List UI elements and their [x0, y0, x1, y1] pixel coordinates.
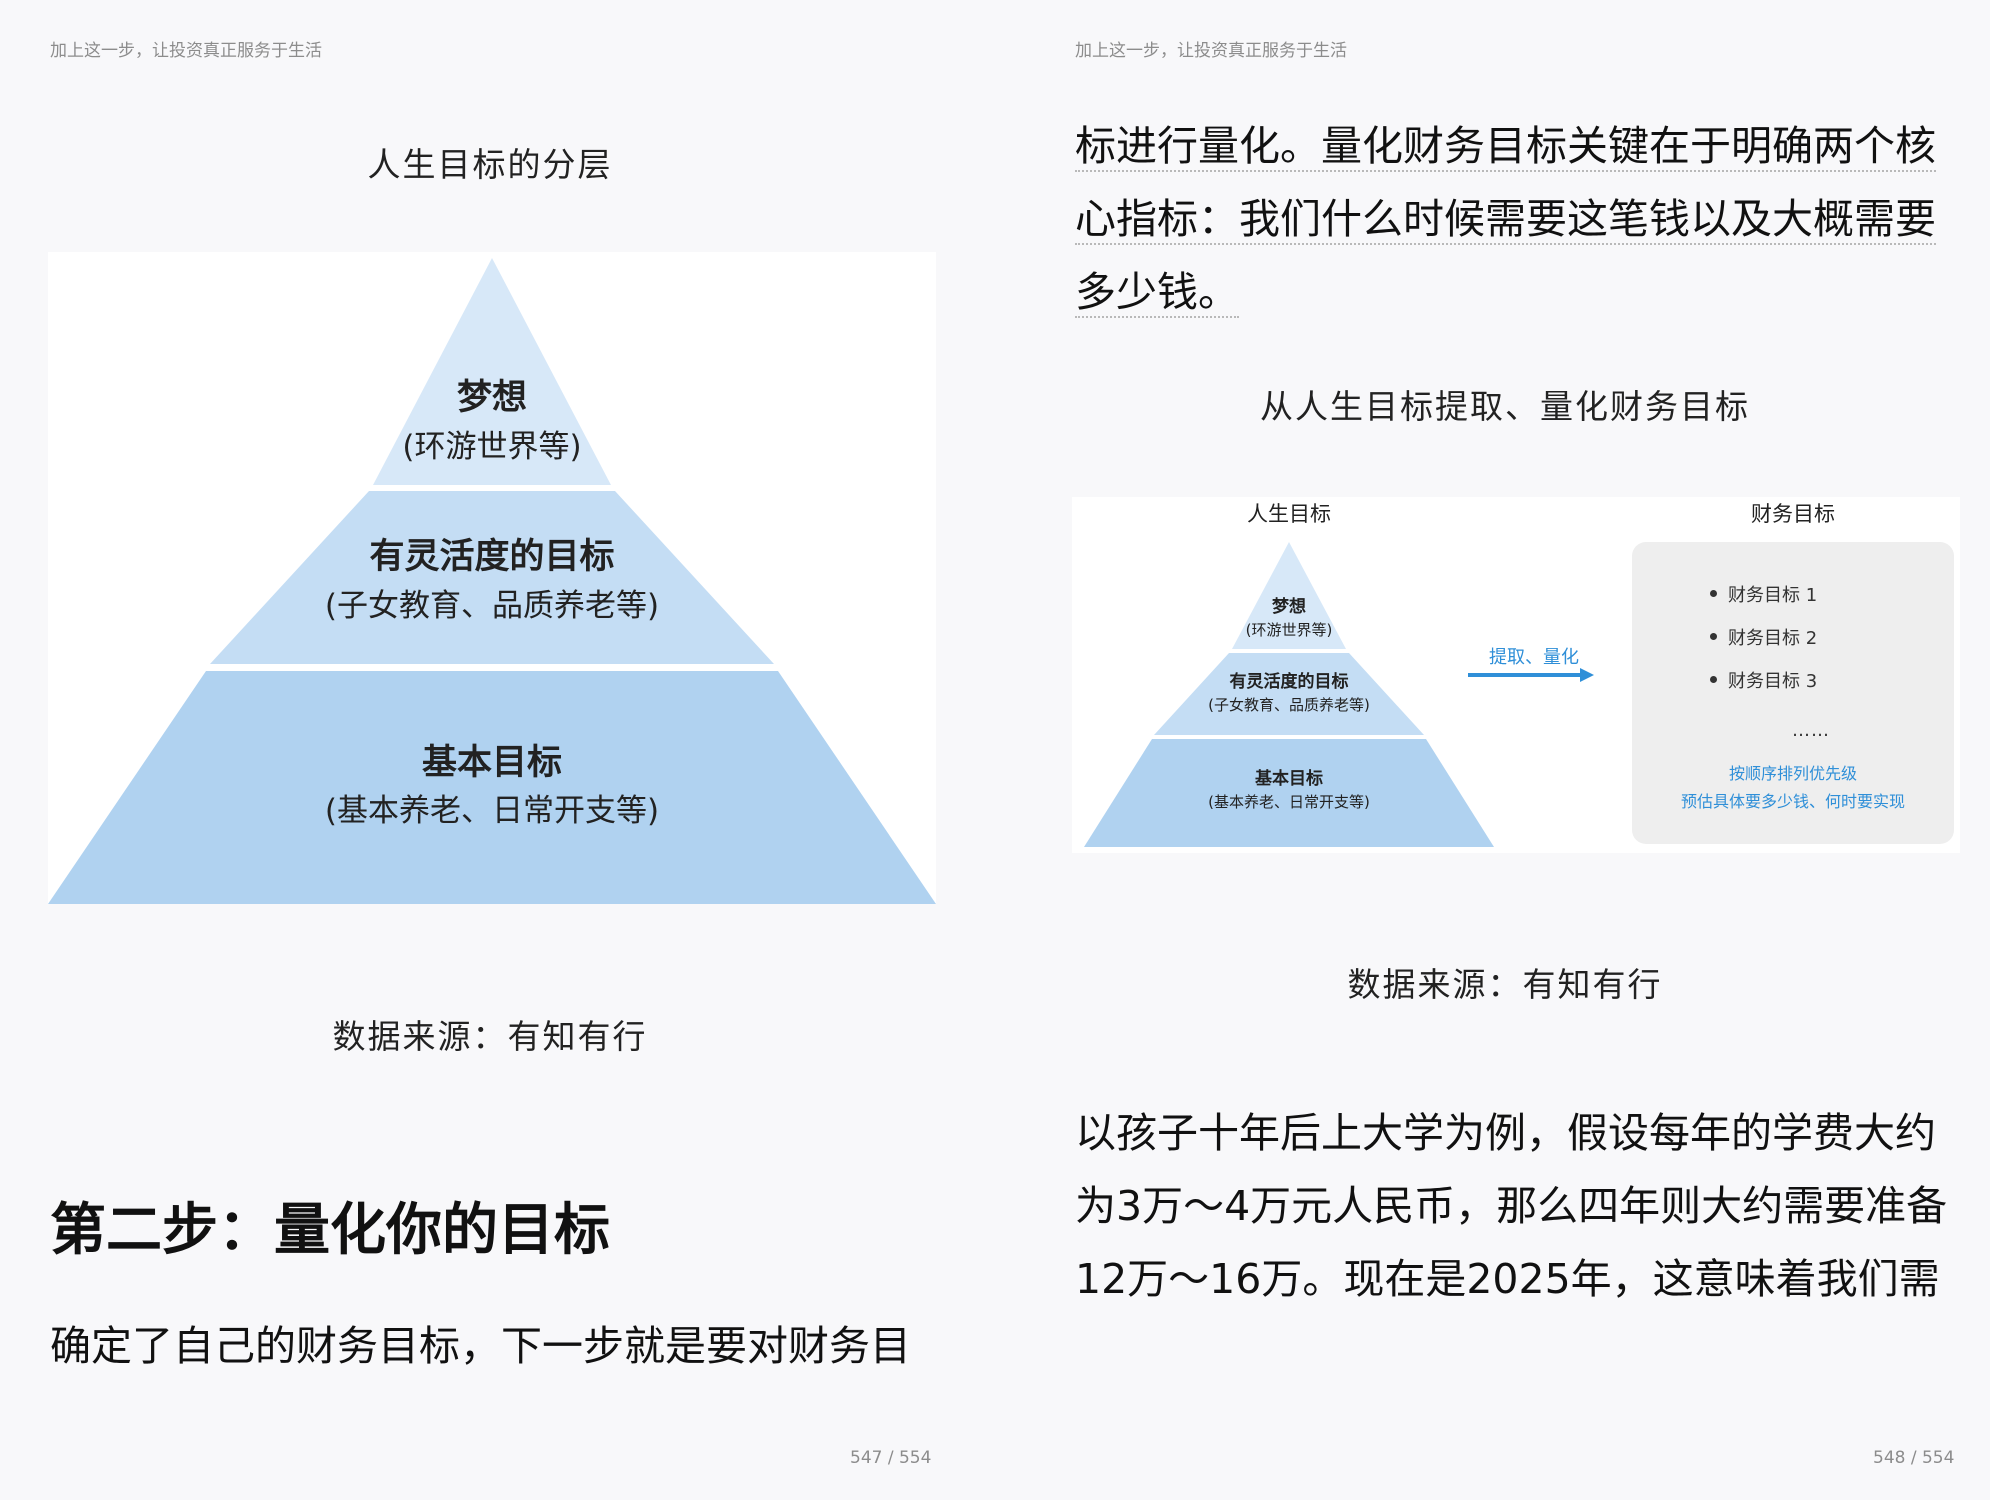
figure-caption: 从人生目标提取、量化财务目标	[1260, 387, 1750, 426]
body-paragraph: 确定了自己的财务目标，下一步就是要对财务目	[50, 1322, 911, 1370]
pyramid-bottom-title: 基本目标	[422, 743, 562, 783]
highlighted-text[interactable]: 多少钱。	[1075, 268, 1239, 318]
body-paragraph-2: 以孩子十年后上大学为例，假设每年的学费大约 为3万～4万元人民币，那么四年则大约…	[1075, 1097, 1947, 1316]
highlighted-text[interactable]: 心指标：我们什么时候需要这笔钱以及大概需要	[1075, 195, 1936, 245]
goal-extraction-figure: 人生目标 财务目标 梦想 (环游世界等) 有灵活度的目标 (子女教育、品质养老等…	[1072, 497, 1960, 853]
mini-top-title: 梦想	[1272, 596, 1306, 617]
life-goals-title: 人生目标	[1247, 502, 1331, 526]
pyramid-tier-bottom	[48, 671, 936, 904]
paragraph-line: 为3万～4万元人民币，那么四年则大约需要准备	[1075, 1182, 1948, 1230]
pyramid-top-sub: (环游世界等)	[402, 429, 581, 465]
mini-bottom-sub: (基本养老、日常开支等)	[1208, 793, 1370, 811]
mini-middle-sub: (子女教育、品质养老等)	[1208, 696, 1370, 714]
mini-tier-bottom	[1084, 739, 1494, 847]
financial-goal-item: 财务目标 3	[1709, 667, 1817, 693]
paragraph-line: 多少钱。	[1075, 256, 1936, 329]
body-paragraph-1: 标进行量化。量化财务目标关键在于明确两个核 心指标：我们什么时候需要这笔钱以及大…	[1075, 110, 1936, 329]
paragraph-line: 心指标：我们什么时候需要这笔钱以及大概需要	[1075, 183, 1936, 256]
financial-goal-item: 财务目标 1	[1709, 581, 1817, 607]
page-number: 548 / 554	[1873, 1448, 1955, 1468]
paragraph-line: 12万～16万。现在是2025年，这意味着我们需	[1075, 1255, 1940, 1303]
figure-caption: 人生目标的分层	[367, 145, 613, 184]
priority-note: 按顺序排列优先级	[1728, 764, 1857, 783]
mini-top-sub: (环游世界等)	[1246, 621, 1333, 639]
pyramid-tier-top	[373, 258, 611, 485]
section-heading: 第二步：量化你的目标	[50, 1197, 610, 1263]
financial-goals-box: 财务目标 1 财务目标 2 财务目标 3 …… 按顺序排列优先级 预估具体要多少…	[1632, 542, 1954, 844]
highlighted-text[interactable]: 标进行量化。量化财务目标关键在于明确两个核	[1075, 122, 1936, 172]
pyramid-top-title: 梦想	[457, 378, 527, 418]
arrow-head	[1580, 668, 1594, 682]
financial-goal-item: 财务目标 2	[1709, 624, 1817, 650]
pyramid-bottom-sub: (基本养老、日常开支等)	[325, 793, 659, 829]
goal-ellipsis: ……	[1792, 720, 1830, 741]
arrow-label: 提取、量化	[1489, 647, 1579, 668]
paragraph-line: 以孩子十年后上大学为例，假设每年的学费大约	[1075, 1109, 1936, 1157]
life-goals-pyramid: 梦想 (环游世界等) 有灵活度的目标 (子女教育、品质养老等) 基本目标 (基本…	[48, 252, 936, 904]
financial-goals-title: 财务目标	[1751, 502, 1835, 526]
mini-tier-middle	[1154, 653, 1424, 735]
running-header: 加上这一步，让投资真正服务于生活	[50, 41, 322, 61]
figure-source: 数据来源：有知有行	[332, 1017, 648, 1056]
mini-bottom-title: 基本目标	[1254, 768, 1323, 789]
mini-middle-title: 有灵活度的目标	[1230, 671, 1349, 692]
page-number: 547 / 554	[850, 1448, 932, 1468]
running-header: 加上这一步，让投资真正服务于生活	[1075, 41, 1347, 61]
estimate-note: 预估具体要多少钱、何时要实现	[1680, 792, 1905, 811]
pyramid-middle-sub: (子女教育、品质养老等)	[325, 588, 659, 624]
right-page: 加上这一步，让投资真正服务于生活 标进行量化。量化财务目标关键在于明确两个核 心…	[995, 0, 1990, 1500]
mini-tier-top	[1232, 542, 1346, 649]
pyramid-middle-title: 有灵活度的目标	[369, 537, 614, 577]
figure-source: 数据来源：有知有行	[1347, 965, 1663, 1004]
left-page: 加上这一步，让投资真正服务于生活 人生目标的分层 梦想 (环游世界等) 有灵活度…	[48, 41, 936, 1468]
paragraph-line: 标进行量化。量化财务目标关键在于明确两个核	[1075, 110, 1936, 183]
pyramid-tier-middle	[210, 491, 774, 664]
